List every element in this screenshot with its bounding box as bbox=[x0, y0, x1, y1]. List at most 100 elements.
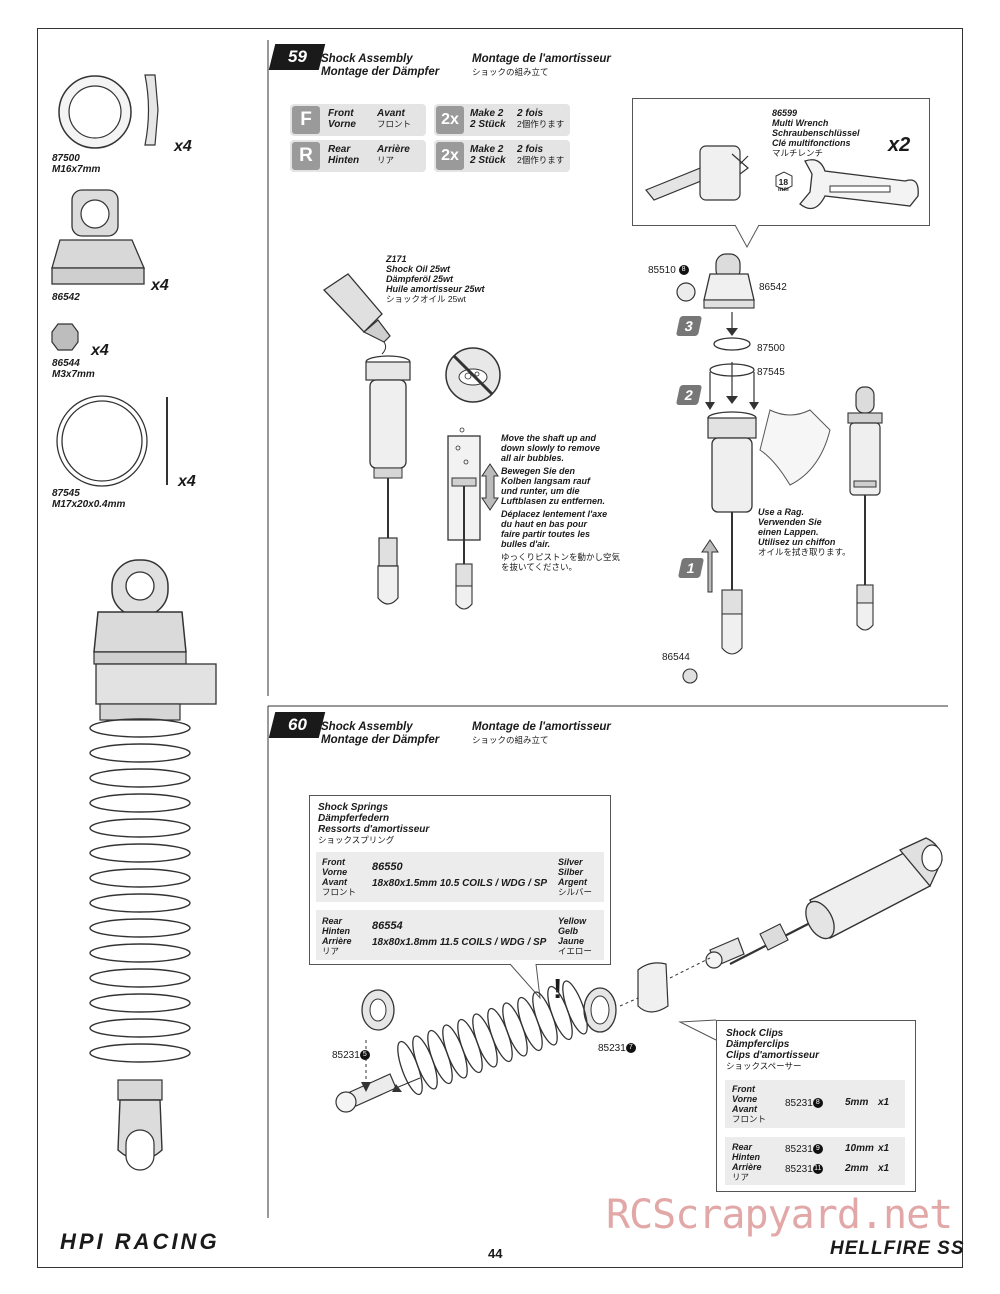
bleed-shock-drawing bbox=[447, 427, 499, 610]
part-87500-qty: x4 bbox=[174, 138, 192, 155]
wrench-callout-pointer bbox=[734, 224, 760, 249]
spring-front-part: 86550 bbox=[372, 861, 403, 873]
spring-coil bbox=[89, 1043, 191, 1063]
substep-2-badge: 2 bbox=[675, 385, 703, 405]
bearing-87500-drawing bbox=[58, 74, 159, 149]
part-86544-qty: x4 bbox=[91, 342, 109, 359]
assembled-shock-drawing bbox=[89, 559, 217, 1171]
spring-coil bbox=[89, 793, 191, 813]
part-86542-qty: x4 bbox=[151, 277, 169, 294]
warning-mark: ! bbox=[553, 973, 563, 1004]
spring-rear-spec: 18x80x1.8mm 11.5 COILS / WDG / SP bbox=[372, 937, 547, 948]
spring-coil bbox=[89, 743, 191, 763]
spring-coil bbox=[89, 843, 191, 863]
rear-mult-badge: 2x bbox=[436, 142, 464, 170]
spring-coil bbox=[427, 1029, 453, 1085]
spring-coil bbox=[89, 1018, 191, 1038]
spring-coil bbox=[89, 893, 191, 913]
spring-front-spec: 18x80x1.5mm 10.5 COILS / WDG / SP bbox=[372, 878, 548, 889]
page-number: 44 bbox=[488, 1246, 503, 1261]
clip-rear-size-2: 2mm bbox=[845, 1163, 869, 1174]
spring-coil bbox=[89, 768, 191, 788]
front-mult-badge: 2x bbox=[436, 106, 464, 134]
part-87545-qty: x4 bbox=[178, 473, 196, 490]
substep-1-badge: 1 bbox=[677, 558, 705, 578]
clip-rear-qty-2: x1 bbox=[878, 1163, 890, 1174]
step60-exploded-drawing bbox=[335, 837, 943, 1113]
ball-86544-drawing bbox=[51, 323, 79, 351]
oring-87545-drawing bbox=[56, 395, 168, 487]
wrench-text: 86599 Multi Wrench Schraubenschlüssel Cl… bbox=[772, 108, 860, 158]
spring-row-front bbox=[316, 852, 604, 902]
spring-coil bbox=[502, 1002, 528, 1057]
clip-front-qty: x1 bbox=[878, 1097, 890, 1108]
finished-shock-drawing bbox=[847, 386, 883, 631]
spring-coil bbox=[442, 1024, 468, 1079]
wrench-drawing bbox=[645, 145, 919, 210]
spring-coil bbox=[89, 993, 191, 1013]
wrench-qty: x2 bbox=[888, 134, 911, 156]
substep-3-badge: 3 bbox=[675, 316, 703, 336]
hellfire-logo: HELLFIRE SS bbox=[830, 1238, 965, 1259]
oil-bottle-and-body-drawing bbox=[322, 273, 411, 605]
clip-rear-size-1: 10mm bbox=[845, 1143, 874, 1154]
part-86542-label: 86542 bbox=[52, 292, 80, 303]
spring-coil bbox=[89, 868, 191, 888]
front-badge: F bbox=[292, 106, 320, 134]
callout-87500: 87500 bbox=[757, 343, 785, 354]
clip-rear-qty-1: x1 bbox=[878, 1143, 890, 1154]
spring-coil bbox=[412, 1035, 438, 1090]
step59-exploded-drawing bbox=[676, 253, 831, 684]
spring-coil bbox=[89, 718, 191, 738]
spring-coil bbox=[517, 996, 543, 1052]
wrench-callout-box bbox=[632, 98, 930, 226]
spring-coil bbox=[89, 943, 191, 963]
no-bubbles-icon bbox=[445, 347, 501, 403]
step-59-number: 59 bbox=[268, 44, 326, 70]
spring-coil bbox=[457, 1018, 483, 1074]
spring-rear-part: 86554 bbox=[372, 920, 403, 932]
page-frame bbox=[37, 28, 963, 1268]
spring-coil bbox=[89, 968, 191, 988]
callout-87545: 87545 bbox=[757, 367, 785, 378]
callout-85510: 85510 8 bbox=[648, 265, 689, 276]
callout-86542: 86542 bbox=[759, 282, 787, 293]
spring-coil bbox=[472, 1013, 498, 1068]
watermark: RCScrapyard.net bbox=[606, 1192, 953, 1238]
springs-callout-pointer bbox=[509, 963, 541, 1000]
clips-callout-pointer bbox=[678, 1019, 717, 1041]
spring-row-rear bbox=[316, 910, 604, 960]
oil-text: Z171 Shock Oil 25wt Dämpferöl 25wt Huile… bbox=[386, 254, 485, 304]
cap-86542-drawing bbox=[51, 189, 145, 285]
